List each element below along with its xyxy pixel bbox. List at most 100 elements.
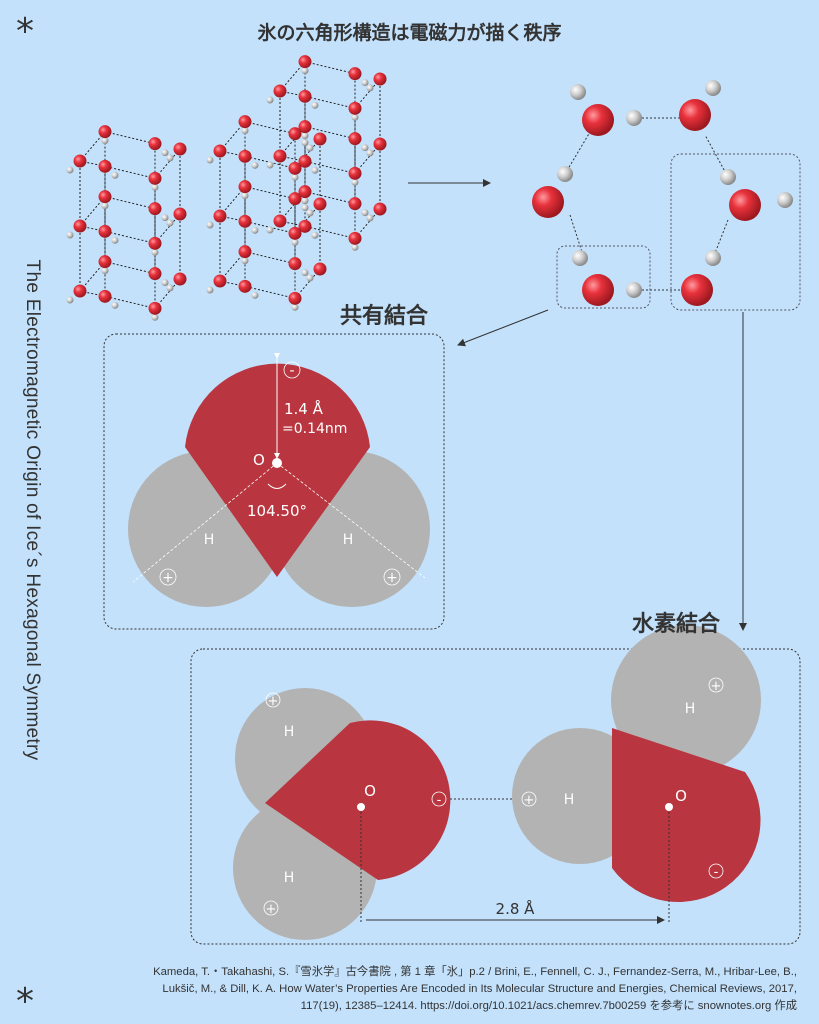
hydrogen-ball <box>291 303 299 311</box>
nucleus-dot <box>272 458 282 468</box>
hydrogen-ball <box>101 267 109 275</box>
oxygen-ball <box>98 255 112 269</box>
oxygen-ball <box>582 274 614 306</box>
plus-charge-icon <box>265 692 281 708</box>
citation-line: 117(19), 12385–12414. https://doi.org/10… <box>300 1000 797 1012</box>
hydrogen-ball <box>351 178 359 186</box>
oxygen-ball <box>173 272 187 286</box>
hydrogen-ball <box>266 161 274 169</box>
oxygen-ball <box>288 127 302 141</box>
oxygen-label: O <box>675 787 687 805</box>
minus-charge-icon <box>283 361 301 379</box>
oxygen-ball <box>313 132 327 146</box>
hydrogen-label-left: H <box>204 532 215 548</box>
oxygen-ball <box>238 149 252 163</box>
citation-line: Lukšič, M., & Dill, K. A. How Water’s Pr… <box>162 983 797 995</box>
hydrogen-ball <box>161 149 169 157</box>
covalent-heading: 共有結合 <box>340 304 429 329</box>
hydrogen-ball <box>166 284 174 292</box>
hydrogen-ball <box>266 226 274 234</box>
plus-sign: + <box>711 679 722 694</box>
nucleus-dot <box>665 803 673 811</box>
hydrogen-ball <box>66 296 74 304</box>
oxygen-ball <box>298 120 312 134</box>
hydrogen-ball <box>361 209 369 217</box>
hydrogen-ball <box>311 231 319 239</box>
bond-axis-left <box>132 462 278 583</box>
hydrogen-ball <box>301 269 309 277</box>
oxygen-atom <box>612 728 761 903</box>
hydrogen-label: H <box>284 870 295 886</box>
oxygen-ball <box>348 101 362 115</box>
bond-axis-right <box>276 462 426 579</box>
hydrogen-label-right: H <box>343 532 354 548</box>
oxygen-ball <box>98 125 112 139</box>
oxygen-ball <box>373 202 387 216</box>
oxygen-ball <box>173 207 187 221</box>
hydrogen-ball <box>111 301 119 309</box>
hydrogen-ball <box>572 250 588 266</box>
hydrogen-ball <box>241 127 249 135</box>
oxygen-ball <box>348 67 362 81</box>
hydrogen-ball <box>306 144 314 152</box>
minus-sign: - <box>289 363 294 379</box>
minus-charge-icon <box>708 863 724 879</box>
hydrogen-ball <box>166 219 174 227</box>
hydrogen-ball <box>241 192 249 200</box>
hydrogen-ball <box>266 96 274 104</box>
hydrogen-ball <box>720 169 736 185</box>
hydrogen-ball <box>101 137 109 145</box>
oxygen-ball <box>288 192 302 206</box>
oxygen-ball <box>348 231 362 245</box>
oxygen-ball <box>288 226 302 240</box>
hydrogen-ball <box>301 132 309 140</box>
oxygen-ball <box>98 224 112 238</box>
oxygen-atom <box>265 720 451 880</box>
hydrogen-label: H <box>284 724 295 740</box>
plus-charge-icon-left <box>159 568 177 586</box>
oxygen-ball <box>313 262 327 276</box>
hydrogen-atom <box>611 625 761 775</box>
oxygen-ball <box>213 144 227 158</box>
oxygen-ball <box>73 154 87 168</box>
hydrogen-ball <box>626 282 642 298</box>
oxygen-label: O <box>364 782 376 800</box>
arrow-to-covalent <box>457 309 549 347</box>
hydrogen-ball <box>361 79 369 87</box>
oxygen-ball <box>213 274 227 288</box>
hydrogen-ball <box>241 257 249 265</box>
hydrogen-ball <box>366 84 374 92</box>
oxygen-ball <box>582 104 614 136</box>
hydrogen-ball <box>557 166 573 182</box>
angle-arc <box>267 483 287 489</box>
hexagonal-ring <box>532 80 801 311</box>
oxygen-ball <box>348 166 362 180</box>
oxygen-ball <box>298 154 312 168</box>
oxygen-ball <box>98 159 112 173</box>
hydrogen-ball <box>301 139 309 147</box>
plus-charge-icon <box>263 900 279 916</box>
ice-lattice-illustration <box>66 55 387 321</box>
hydrogen-ball <box>301 204 309 212</box>
oxygen-ball <box>148 301 162 315</box>
oxygen-ball <box>98 289 112 303</box>
oxygen-ball <box>679 99 711 131</box>
hydrogen-ball <box>66 166 74 174</box>
vertical-title: The Electromagnetic Origin of Ice´s Hexa… <box>22 259 43 761</box>
oxygen-ball <box>148 137 162 151</box>
hydrogen-ball <box>366 214 374 222</box>
hydrogen-ball <box>351 243 359 251</box>
oxygen-ball <box>273 214 287 228</box>
page-title: 氷の六角形構造は電磁力が描く秩序 <box>257 22 562 44</box>
hydrogen-ball <box>166 154 174 162</box>
oxygen-ball <box>288 257 302 271</box>
citation-line: Kameda, T.・Takahashi, S.『雪氷学』古今書院 , 第 1 … <box>153 966 797 978</box>
hydrogen-ball <box>301 67 309 75</box>
hydrogen-ball <box>705 80 721 96</box>
oxygen-ball <box>73 219 87 233</box>
oxygen-ball <box>73 284 87 298</box>
oxygen-label: O <box>253 451 265 469</box>
distance-label: 1.4 Å <box>284 399 324 418</box>
hydrogen-ball <box>251 226 259 234</box>
hydrogen-ball <box>161 214 169 222</box>
